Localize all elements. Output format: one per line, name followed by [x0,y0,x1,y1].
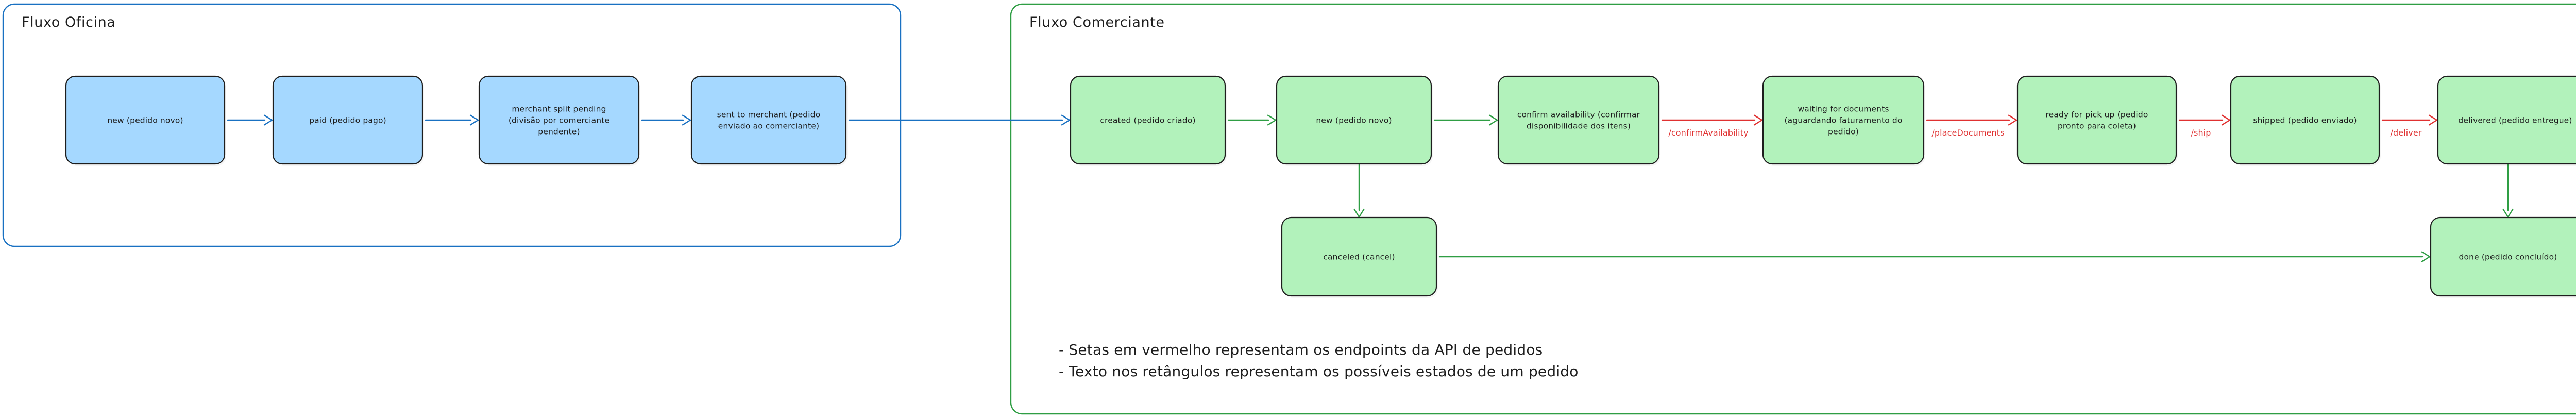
edge-e-waiting-ready [1926,114,2018,126]
node-merc-shipped[interactable]: shipped (pedido enviado) [2230,75,2381,166]
node-label-line: disponibilidade dos itens) [1527,122,1631,131]
edge-e-oficina-split-sent [641,114,691,126]
arrow-head [469,114,479,126]
frame-border-fluxo-comerciante [1010,3,2576,415]
node-label-line: shipped (pedido enviado) [2253,116,2357,125]
node-label-line: delivered (pedido entregue) [2458,116,2572,125]
edge-e-new-canceled [1353,163,1365,218]
node-oficina-paid[interactable]: paid (pedido pago) [272,75,424,166]
labels-layer: /confirmAvailability/placeDocuments/ship… [1668,128,2421,138]
edge-e-ready-shipped [2178,114,2231,126]
node-box[interactable] [2016,75,2177,165]
legend-line-2: - Texto nos retângulos representam os po… [1059,363,1579,380]
node-box[interactable] [272,75,423,165]
node-label-line: pronto para coleta) [2058,122,2136,131]
legend-layer: - Setas em vermelho representam os endpo… [1059,341,1579,380]
edge-label-e-ready-shipped: /ship [2191,128,2211,138]
node-box[interactable] [65,75,226,165]
edge-e-oficina-paid-split [425,114,479,126]
node-box[interactable] [1497,75,1660,165]
edge-label-e-confirm-waiting: /confirmAvailability [1668,128,1748,138]
edge-label-e-waiting-ready: /placeDocuments [1931,128,2004,138]
arrow-head [2008,114,2018,126]
node-box[interactable] [478,75,640,165]
node-box[interactable] [690,75,847,165]
frame-fluxo-oficina: Fluxo Oficina [2,3,902,247]
edge-e-confirm-waiting [1661,114,1763,126]
node-merc-waiting-for-documents[interactable]: waiting for documents (aguardando faturam… [1762,75,1925,166]
node-label-line: pendente) [538,127,580,137]
node-label-line: new (pedido novo) [1316,116,1392,125]
edge-e-oficina-new-paid [227,114,273,126]
node-box[interactable] [1276,75,1432,165]
node-label-line: merchant split pending [512,105,606,114]
node-label-line: enviado ao comerciante) [718,122,819,131]
node-label-line: ready for pick up (pedido [2045,110,2148,120]
legend-line-1: - Setas em vermelho representam os endpo… [1059,341,1543,358]
arrow-head [1488,114,1498,126]
node-merc-delivered[interactable]: delivered (pedido entregue) [2437,75,2576,166]
frame-border-fluxo-oficina [2,3,902,247]
arrow-head [2221,114,2231,126]
node-box[interactable] [2430,216,2576,297]
edge-e-oficina-sent-created [848,114,1071,126]
arrow-head [2428,114,2438,126]
node-label-line: (divisão por comerciante [509,116,609,125]
node-merc-ready-for-pick-up[interactable]: ready for pick up (pedido pronto para col… [2016,75,2178,166]
arrow-head [682,114,691,126]
node-label-line: paid (pedido pago) [309,116,386,125]
node-box[interactable] [1070,75,1226,165]
edge-e-shipped-delivered [2381,114,2438,126]
node-box[interactable] [1762,75,1925,165]
node-oficina-sent-to-merchant[interactable]: sent to merchant (pedido enviado ao comer… [690,75,848,166]
frame-fluxo-comerciante: Fluxo Comerciante [1010,3,2576,415]
node-box[interactable] [2437,75,2576,165]
node-label-line: sent to merchant (pedido [717,110,821,120]
node-oficina-new[interactable]: new (pedido novo) [65,75,226,166]
node-merc-new[interactable]: new (pedido novo) [1276,75,1433,166]
arrow-head [263,114,273,126]
node-merc-canceled[interactable]: canceled (cancel) [1281,216,1438,298]
node-merc-confirm-availability[interactable]: confirm availability (confirmar disponibi… [1497,75,1660,166]
node-box[interactable] [1281,216,1437,297]
node-label-line: created (pedido criado) [1100,116,1195,125]
node-label-line: pedido) [1828,127,1859,137]
arrow-head [1753,114,1763,126]
edge-e-canceled-done [1438,251,2431,262]
node-label-line: done (pedido concluído) [2459,253,2557,262]
arrow-head [1267,114,1277,126]
edge-e-created-new [1227,114,1277,126]
node-merc-created[interactable]: created (pedido criado) [1070,75,1227,166]
arrow-head [2421,251,2431,262]
node-label-line: new (pedido novo) [107,116,183,125]
frame-title-fluxo-comerciante: Fluxo Comerciante [1029,14,1165,30]
edge-e-delivered-done [2502,163,2514,218]
node-oficina-merchant-split-pending[interactable]: merchant split pending (divisão por comer… [478,75,640,166]
node-label-line: (aguardando faturamento do [1784,116,1902,125]
arrow-head [1061,114,1071,126]
edge-label-e-shipped-delivered: /deliver [2391,128,2422,138]
node-label-line: confirm availability (confirmar [1517,110,1640,120]
node-label-line: waiting for documents [1798,105,1889,114]
nodes-layer: new (pedido novo) paid (pedido pago) merch… [65,75,2576,298]
edges-layer [227,114,2514,262]
node-box[interactable] [2230,75,2380,165]
frames-layer: Fluxo Oficina Fluxo Comerciante [2,3,2576,415]
frame-title-fluxo-oficina: Fluxo Oficina [22,14,115,30]
edge-e-new-confirm [1433,114,1498,126]
node-label-line: canceled (cancel) [1323,253,1395,262]
node-merc-done[interactable]: done (pedido concluído) [2430,216,2576,298]
